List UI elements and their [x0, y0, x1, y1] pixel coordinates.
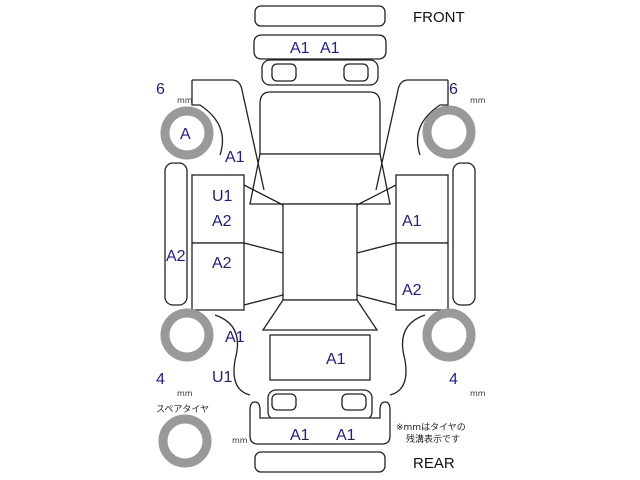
left-rear-door-label: A2	[212, 255, 232, 272]
hood	[259, 91, 381, 155]
right-rocker	[452, 162, 476, 306]
front-right-depth: 6	[449, 81, 458, 98]
trunk	[269, 334, 371, 381]
left-rear-lower-label: U1	[212, 369, 233, 386]
rear-bumper-label-right: A1	[336, 427, 356, 444]
rear-left-depth: 4	[156, 371, 165, 388]
headlight-left	[271, 63, 297, 82]
left-front-door	[191, 174, 245, 244]
rear-window	[261, 299, 379, 331]
note-line-1: ※mmはタイヤの	[396, 422, 466, 433]
front-left-tire-mark: A	[180, 126, 191, 143]
rear-right-depth: 4	[449, 371, 458, 388]
right-rear-door	[395, 242, 449, 311]
left-rear-door	[191, 242, 245, 311]
rear-bumper	[249, 401, 391, 445]
rear-left-unit: mm	[177, 389, 193, 398]
left-wheel-arch	[191, 80, 224, 156]
headlight-right	[343, 63, 369, 82]
rear-right-unit: mm	[470, 389, 486, 398]
spare-tire-unit: mm	[232, 436, 248, 445]
roof	[282, 203, 358, 301]
left-rocker-label: A2	[166, 248, 186, 265]
left-fender-outline	[192, 79, 265, 191]
front-right-unit: mm	[470, 96, 486, 105]
right-pillars	[356, 184, 397, 306]
rear-right-tire	[422, 308, 476, 362]
front-bumper-label-right: A1	[320, 40, 340, 57]
right-rear-door-label: A2	[402, 282, 422, 299]
front-heading: FRONT	[413, 9, 465, 26]
left-front-door-label-2: A2	[212, 213, 232, 230]
right-front-door	[395, 174, 449, 244]
front-bumper	[253, 34, 387, 60]
spare-tire-label: スペアタイヤ	[156, 404, 209, 415]
front-right-tire	[422, 105, 476, 159]
left-pillars	[243, 184, 284, 306]
taillight-right	[341, 393, 367, 411]
left-rocker	[164, 162, 188, 306]
left-quarter-label: A1	[225, 329, 245, 346]
left-front-door-label-1: U1	[212, 188, 233, 205]
taillight-left	[271, 393, 297, 411]
left-quarter-outline	[214, 314, 251, 396]
right-quarter-outline	[389, 314, 426, 396]
rear-bumper-lower	[254, 451, 386, 473]
right-front-door-label: A1	[402, 213, 422, 230]
front-left-depth: 6	[156, 81, 165, 98]
front-left-tire	[160, 106, 214, 160]
rear-left-tire	[160, 308, 214, 362]
windshield	[249, 153, 391, 205]
rear-bumper-label-left: A1	[290, 427, 310, 444]
right-wheel-arch	[416, 80, 449, 156]
front-bumper-upper	[254, 5, 386, 27]
front-bumper-label-left: A1	[290, 40, 310, 57]
spare-tire	[158, 414, 212, 468]
right-fender-outline	[375, 79, 448, 191]
front-left-unit: mm	[177, 96, 193, 105]
left-fender-label: A1	[225, 149, 245, 166]
trunk-label: A1	[326, 351, 346, 368]
note-line-2: 残溝表示です	[406, 433, 460, 445]
rear-heading: REAR	[413, 455, 455, 472]
